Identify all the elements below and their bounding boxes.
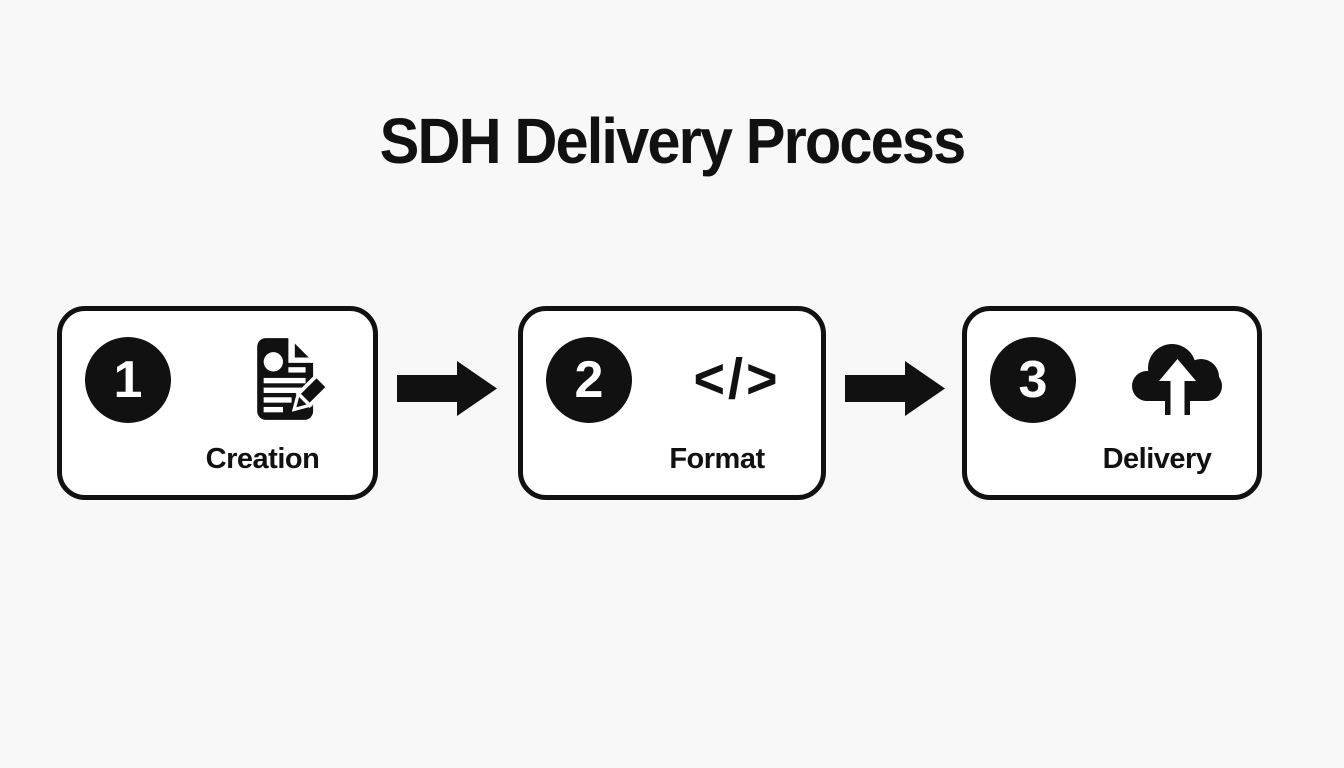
step-box-delivery: 3 Delivery	[962, 306, 1262, 500]
step-number-badge: 1	[85, 337, 171, 423]
flow-arrow-icon	[845, 360, 945, 417]
step-box-creation: 1 Crea	[57, 306, 378, 500]
step-label: Creation	[205, 443, 320, 475]
step-box-format: 2 </> Format	[518, 306, 826, 500]
flow-arrow-icon	[397, 360, 497, 417]
page-title: SDH Delivery Process	[379, 105, 967, 177]
code-icon: </>	[663, 329, 811, 429]
step-label: Format	[669, 443, 765, 475]
step-label: Delivery	[1102, 443, 1212, 475]
step-number-badge: 3	[990, 337, 1076, 423]
step-number-badge: 2	[546, 337, 632, 423]
code-glyph: </>	[693, 347, 781, 411]
document-edit-icon	[202, 329, 363, 429]
cloud-upload-icon	[1107, 329, 1247, 429]
